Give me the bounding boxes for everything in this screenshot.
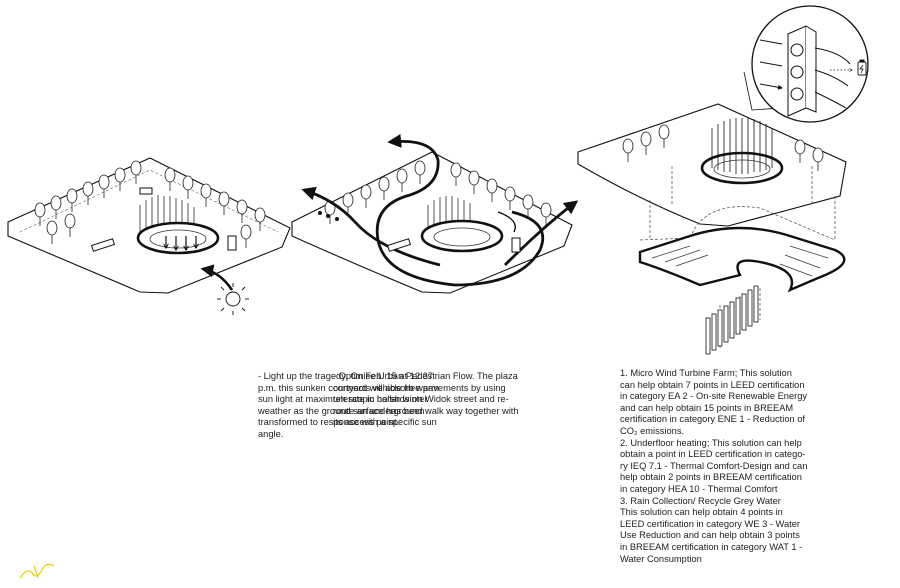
caption-line: 3. Rain Collection/ Recycle Grey Water [620,495,781,506]
caption-sustainability: 1. Micro Wind Turbine Farm; This solutio… [620,368,850,565]
panel-pedestrian-flow-diagram [291,133,579,294]
caption-line: angle. [258,428,284,439]
pedestrian-route-east [504,200,579,266]
telescopic-bollards [318,211,339,221]
caption-pedestrian-flow: - Optimise Urban Pedestrian Flow. The pl… [333,371,545,429]
caption-line: connects vehicle free pavements by using [333,382,506,393]
caption-line: weather as the ground surface has been [258,405,425,416]
caption-line: in BREEAM certification in category WAT … [620,541,803,552]
battery-icon [857,59,867,76]
underfloor-heating-layer [638,226,846,293]
signature-mark [19,563,55,579]
caption-line: in category HEA 10 - Thermal Comfort [620,483,778,494]
caption-sunlight: - Light up the tragedy. On Feb. 15 at 12… [258,371,503,441]
caption-line: its access point. [333,417,400,428]
caption-line: help obtain 2 points in BREEAM certifica… [620,472,802,483]
caption-line: Use Reduction and can help obtain 3 poin… [620,530,800,541]
wind-turbine-farm [711,118,773,174]
caption-line: in category EA 2 - On-site Renewable Ene… [620,391,808,402]
plaza-slab [7,157,291,294]
caption-line: - Optimise Urban Pedestrian Flow. The pl… [333,371,518,381]
wind-turbine-icon [759,25,851,117]
caption-line: obtain a point in LEED certification in … [620,449,806,460]
pedestrian-route-loop [375,133,545,287]
caption-line: - Light up the tragedy. On Feb. 15 at 12… [258,371,434,381]
rain-collection-tanks [705,285,759,355]
caption-line: This solution can help obtain 4 points i… [620,507,783,518]
caption-line: certification in category ENE 1 - Reduct… [620,414,805,425]
caption-line: ry IEQ 7.1 - Thermal Comfort-Design and … [620,460,808,471]
caption-line: Water Consumption [620,553,702,564]
panel-sustainability-diagram [577,5,869,355]
caption-line: 2. Underfloor heating; This solution can… [620,437,802,448]
caption-line: CO₂ emissions. [620,425,685,436]
plaza-slab [291,151,573,294]
caption-line: 1. Micro Wind Turbine Farm; This solutio… [620,368,792,378]
caption-line: can help obtain 7 points in LEED certifi… [620,379,805,390]
caption-line: transformed to response with a specific … [258,417,437,428]
tree-row [34,160,266,248]
sun-icon [217,283,249,315]
panel-sunlight-diagram [7,157,291,315]
pedestrian-route-west [301,186,441,267]
caption-line: route an underground walk way together w… [333,405,519,416]
caption-line: sun light at maximum rate in harsh winte… [258,394,428,405]
caption-line: p.m. this sunken courtyard will absorb w… [258,382,439,393]
caption-line: LEED certification in category WE 3 - Wa… [620,518,800,529]
caption-line: and can help obtain 15 points in BREEAM [620,402,794,413]
sun-direction-arrow [200,264,234,291]
caption-line: telescopic bollards on Widok street and … [333,394,509,405]
